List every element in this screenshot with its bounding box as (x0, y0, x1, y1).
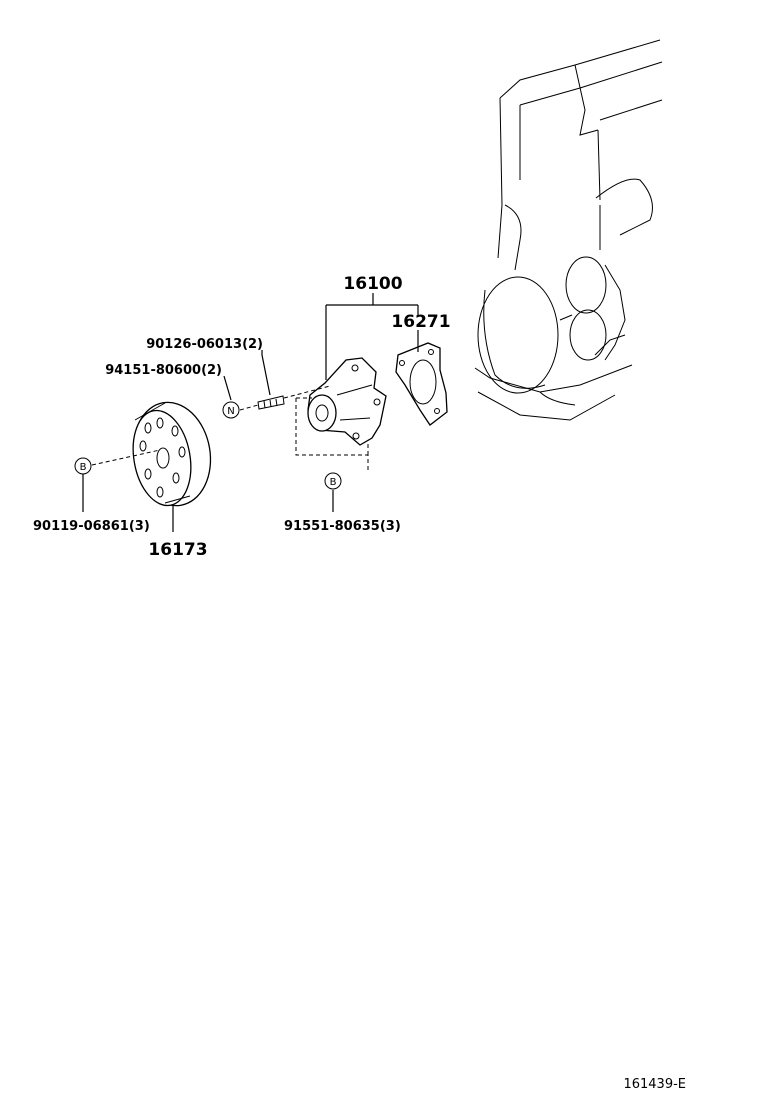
svg-text:B: B (330, 477, 337, 488)
leader-lines (82, 293, 419, 532)
label-stud: 90126-06013(2) (146, 337, 263, 352)
label-gasket: 16271 (391, 312, 450, 332)
label-pulley-bolt: 90119-06861(3) (33, 519, 150, 534)
label-pulley: 16173 (148, 540, 207, 560)
label-pump-bolt: 91551-80635(3) (284, 519, 401, 534)
pulley-part (132, 401, 212, 507)
engine-block (474, 39, 663, 421)
bolt-tag-left: B (74, 457, 92, 475)
gasket-part (395, 342, 448, 426)
stud-part (257, 395, 285, 410)
label-nut: 94151-80600(2) (105, 363, 222, 378)
nut-tag: N (222, 401, 240, 419)
figure-id: 161439-E (623, 1077, 686, 1092)
svg-text:N: N (227, 406, 234, 417)
svg-text:B: B (80, 462, 87, 473)
bolt-tag-right: B (324, 472, 342, 490)
water-pump-part (307, 357, 387, 446)
label-water-pump-assy: 16100 (343, 274, 402, 294)
